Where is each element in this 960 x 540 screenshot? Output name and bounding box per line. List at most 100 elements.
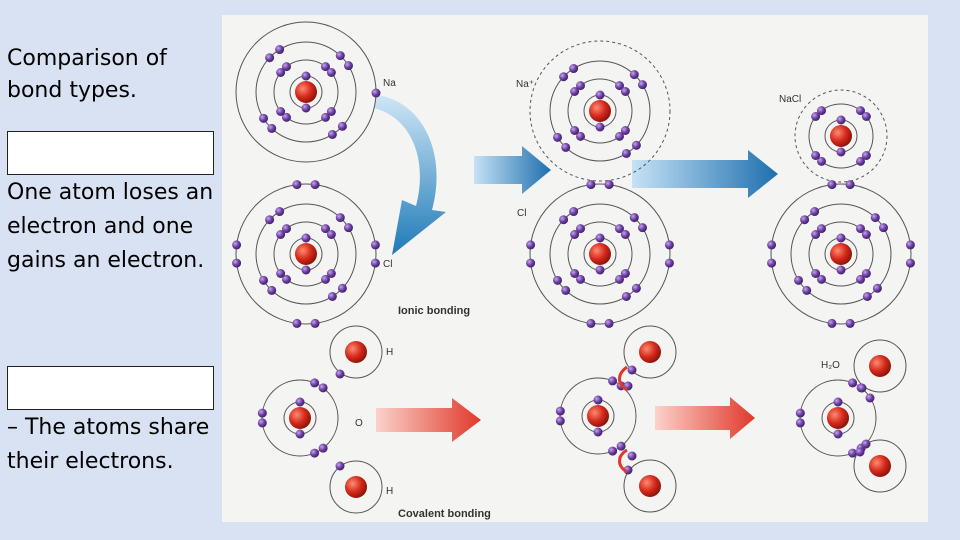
electron (856, 106, 866, 116)
electron (370, 240, 380, 250)
electron (555, 406, 565, 416)
electron (811, 111, 821, 121)
sodium-ion-nucleus (589, 100, 611, 122)
electron (836, 265, 846, 275)
sodium-atom-shell (273, 59, 339, 125)
electron (833, 397, 843, 407)
electron (615, 131, 625, 141)
electron (337, 283, 347, 293)
nacl-sodium-nucleus (830, 125, 852, 147)
electron (257, 408, 267, 418)
electron (811, 229, 821, 239)
electron (281, 224, 291, 234)
ionic-electron-transfer-arrow (374, 95, 446, 255)
electron (862, 291, 872, 301)
electron (905, 258, 915, 268)
electron (265, 215, 275, 225)
electron (848, 448, 858, 458)
oxygen-atom-shell (261, 379, 339, 457)
electron (631, 283, 641, 293)
nacl-chlorine-shell (808, 221, 874, 287)
electron (276, 67, 286, 77)
electron (559, 72, 569, 82)
electron (595, 122, 605, 132)
electron (326, 269, 336, 279)
electron (827, 180, 837, 190)
electron (615, 81, 625, 91)
electron (561, 285, 571, 295)
electron (631, 140, 641, 150)
electron (595, 90, 605, 100)
electron (608, 376, 618, 386)
covalent-arrow-2 (655, 397, 755, 439)
electron (833, 429, 843, 439)
electron (343, 61, 353, 71)
electron (301, 233, 311, 243)
electron (861, 151, 871, 161)
shared-electron (857, 383, 867, 393)
slide-heading: Comparison of bond types. (7, 46, 167, 103)
sodium-ion-shell (567, 78, 633, 144)
electron (276, 229, 286, 239)
electron (620, 86, 630, 96)
covalent-description: – The atoms share their electrons. (7, 415, 210, 474)
electron (856, 274, 866, 284)
electron (616, 441, 626, 451)
covalent-answer-box (7, 366, 214, 410)
electron (604, 180, 614, 190)
nacl-chlorine-shell (790, 203, 892, 305)
electron (845, 318, 855, 328)
electron (767, 258, 777, 268)
electron (281, 274, 291, 284)
electron (335, 51, 345, 61)
electron (561, 142, 571, 152)
electron (595, 233, 605, 243)
hydrogen-bonding-top-shell (623, 325, 677, 379)
water-oxygen-nucleus (827, 407, 849, 429)
electron (836, 115, 846, 125)
electron (905, 240, 915, 250)
electron (310, 448, 320, 458)
label-cl-ion: Cl (517, 208, 526, 219)
electron (301, 71, 311, 81)
electron (232, 258, 242, 268)
electron (664, 258, 674, 268)
electron (795, 408, 805, 418)
electron (856, 156, 866, 166)
electron (810, 207, 820, 217)
electron (553, 132, 563, 142)
electron (570, 229, 580, 239)
electron (816, 106, 826, 116)
electron (586, 318, 596, 328)
electron (620, 229, 630, 239)
electron (310, 378, 320, 388)
label-cl: Cl (383, 259, 392, 270)
hydrogen-bonding-bottom-shell (623, 459, 677, 513)
electron (301, 103, 311, 113)
electron (608, 446, 618, 456)
electron (586, 180, 596, 190)
electron (593, 395, 603, 405)
electron (301, 265, 311, 275)
electron (878, 223, 888, 233)
electron (620, 126, 630, 136)
electron (861, 229, 871, 239)
nacl-chlorine-nucleus (830, 243, 852, 265)
electron (259, 113, 269, 123)
label-nacl: NaCl (779, 94, 801, 105)
electron (292, 318, 302, 328)
label-h-top: H (386, 347, 393, 358)
electron (845, 180, 855, 190)
electron (281, 112, 291, 122)
electron (767, 240, 777, 250)
electron (575, 274, 585, 284)
shared-electron (861, 439, 871, 449)
shared-electron (865, 393, 875, 403)
electron (326, 229, 336, 239)
shared-electron (627, 451, 637, 461)
electron (337, 121, 347, 131)
water-hydrogen-top-nucleus (869, 355, 891, 377)
oxygen-atom-nucleus (289, 407, 311, 429)
ionic-arrow-1 (474, 146, 551, 194)
electron (267, 123, 277, 133)
